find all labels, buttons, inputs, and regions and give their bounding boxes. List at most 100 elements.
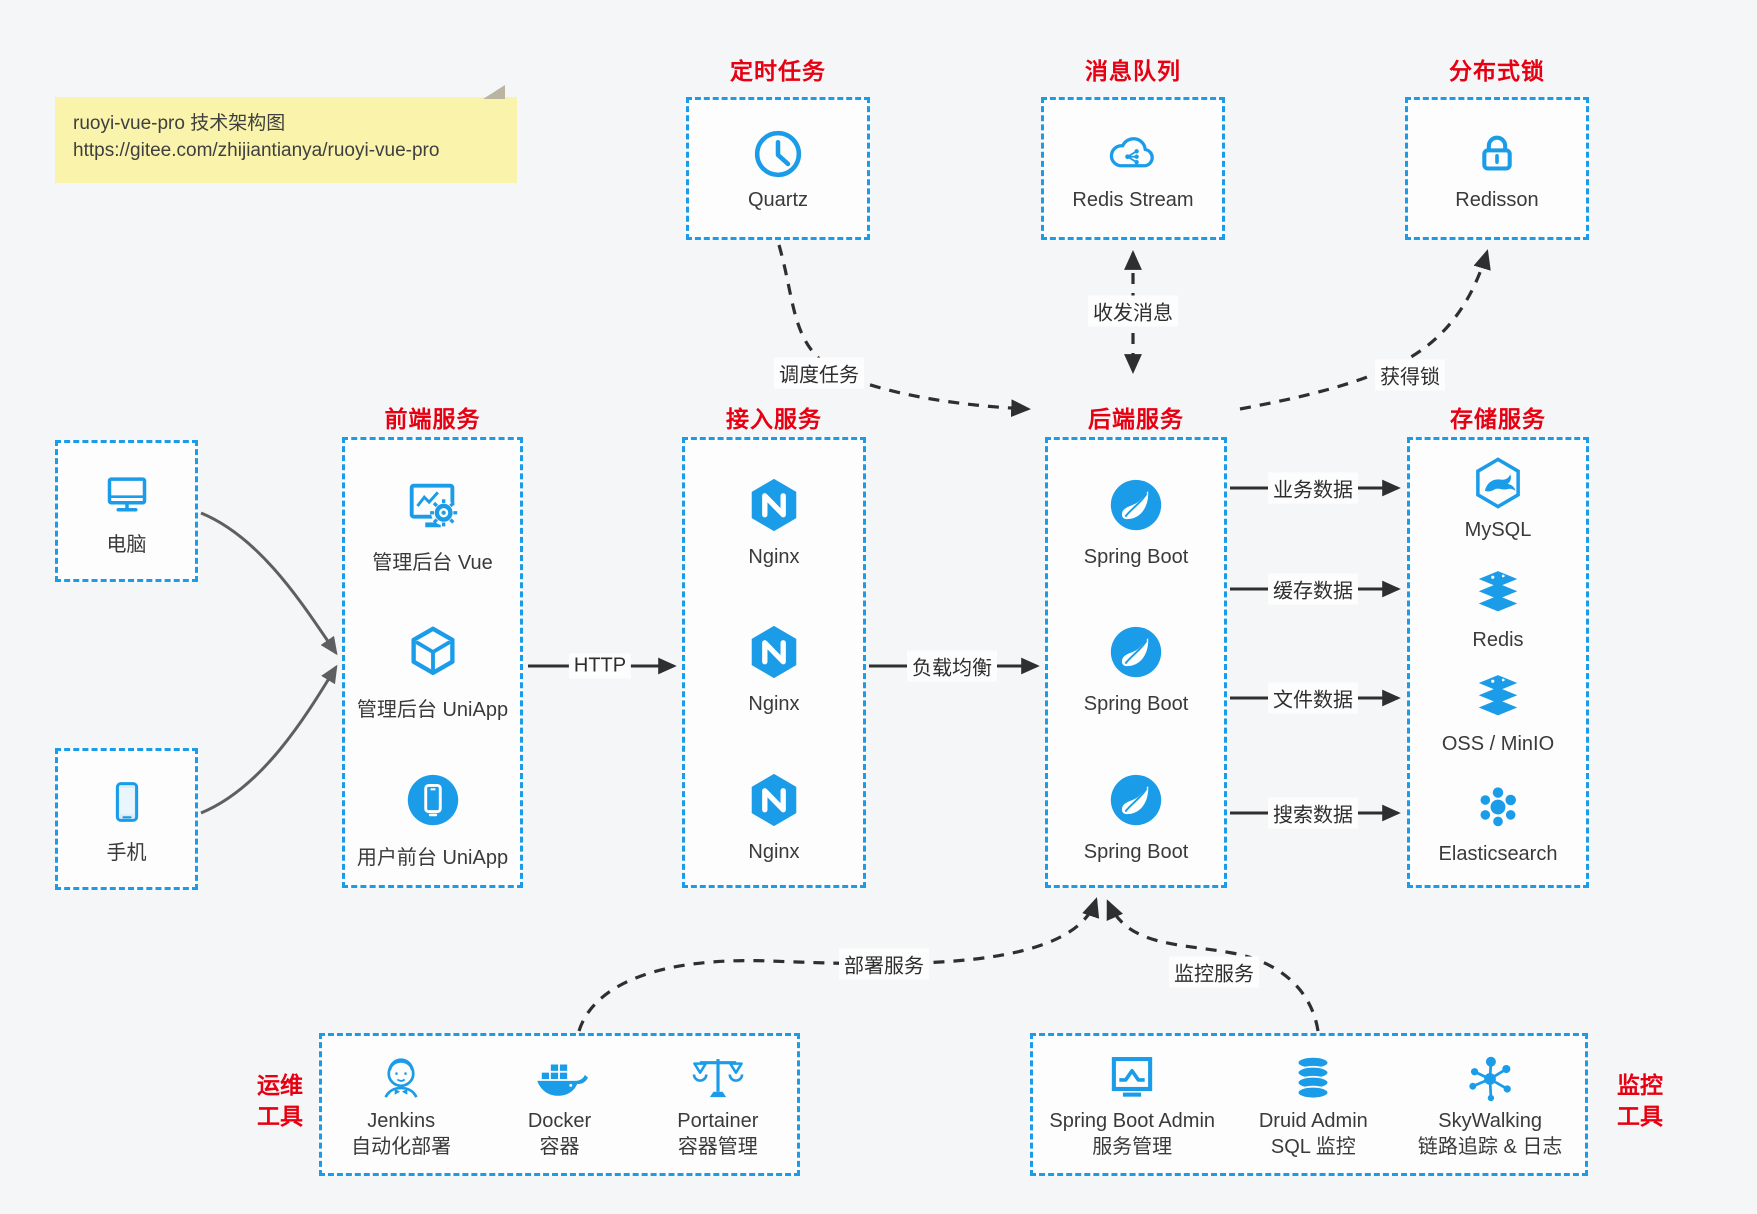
node-name: Jenkins <box>367 1110 436 1132</box>
node-mobile: 手机 <box>99 774 155 865</box>
node-desc: 链路追踪 & 日志 <box>1417 1136 1563 1158</box>
node-redisson: Redisson <box>1455 125 1539 212</box>
frontend-box: 管理后台 Vue 管理后台 UniApp 用户前台 UniApp <box>342 437 523 888</box>
monitoring-title-line1: 监控 <box>1617 1072 1663 1098</box>
node-docker: Docker 容器 <box>480 1036 638 1173</box>
edge-mobile-to-frontend <box>200 664 338 815</box>
node-nginx-3: Nginx <box>685 769 863 864</box>
edge-label-monitor-service: 监控服务 <box>1169 956 1259 988</box>
spring-boot-icon <box>1110 774 1162 826</box>
admin-dashboard-icon <box>409 483 457 528</box>
node-label: Nginx <box>748 693 800 715</box>
spring-boot-admin-icon <box>1112 1057 1153 1097</box>
uniapp-cube-icon <box>410 626 455 676</box>
node-admin-uniapp: 管理后台 UniApp <box>345 621 520 722</box>
node-label: 管理后台 Vue <box>372 552 493 574</box>
portainer-scale-icon <box>692 1059 744 1098</box>
frontend-title: 前端服务 <box>384 406 481 432</box>
node-label: MySQL <box>1464 519 1532 541</box>
edge-label-acquire-lock: 获得锁 <box>1375 359 1445 391</box>
node-nginx-2: Nginx <box>685 621 863 716</box>
node-desc: 自动化部署 <box>351 1136 452 1158</box>
edge-label-file-data: 文件数据 <box>1268 682 1358 714</box>
node-label: Redis <box>1472 629 1524 651</box>
pc-box: 电脑 <box>55 440 198 582</box>
ops-title-line2: 工具 <box>257 1103 303 1129</box>
edge-deploy-service-arrow <box>577 897 1100 1032</box>
scheduler-box: Quartz <box>686 97 870 240</box>
edge-label-send-receive-message: 收发消息 <box>1088 295 1178 327</box>
node-name: Docker <box>527 1110 592 1132</box>
edge-label-search-data: 搜索数据 <box>1268 797 1358 829</box>
clock-icon <box>754 130 802 178</box>
edge-label-cache-data: 缓存数据 <box>1268 573 1358 605</box>
node-label: 电脑 <box>106 533 147 556</box>
node-quartz: Quartz <box>748 125 808 212</box>
node-label: Quartz <box>747 189 809 211</box>
node-mysql: MySQL <box>1410 455 1586 542</box>
node-springboot-1: Spring Boot <box>1048 474 1224 569</box>
ops-title: 运维 工具 <box>240 1070 320 1132</box>
edge-acquire-lock-arrow <box>1239 249 1491 411</box>
node-label: 管理后台 UniApp <box>356 699 509 721</box>
node-admin-vue: 管理后台 Vue <box>345 474 520 575</box>
nginx-icon <box>751 773 797 827</box>
node-label: Redisson <box>1455 189 1539 211</box>
spring-boot-icon <box>1110 626 1162 678</box>
edge-label-business-data: 业务数据 <box>1268 472 1358 504</box>
monitoring-title: 监控 工具 <box>1600 1070 1680 1132</box>
sticky-note: ruoyi-vue-pro 技术架构图 https://gitee.com/zh… <box>55 85 517 183</box>
mysql-icon <box>1476 457 1520 509</box>
gateway-box: Nginx Nginx Nginx <box>682 437 866 888</box>
note-fold-corner <box>483 85 505 99</box>
node-nginx-1: Nginx <box>685 474 863 569</box>
node-name: Spring Boot Admin <box>1049 1110 1216 1132</box>
edge-label-load-balance: 负载均衡 <box>907 650 997 682</box>
node-springboot-3: Spring Boot <box>1048 769 1224 864</box>
node-label: Nginx <box>748 841 800 863</box>
node-label: Redis Stream <box>1072 189 1194 211</box>
jenkins-icon <box>384 1058 418 1098</box>
object-storage-stack-icon <box>1478 675 1518 716</box>
mobile-app-circle-icon <box>407 774 458 826</box>
edge-pc-to-frontend <box>200 511 338 656</box>
node-druid-admin: Druid Admin SQL 监控 <box>1231 1036 1395 1173</box>
mq-title: 消息队列 <box>1085 58 1181 84</box>
lock-box: Redisson <box>1405 97 1589 240</box>
node-label: Spring Boot <box>1083 693 1189 715</box>
note-title: ruoyi-vue-pro 技术架构图 <box>73 113 286 134</box>
node-label: 手机 <box>106 841 147 864</box>
mobile-box: 手机 <box>55 748 198 890</box>
node-skywalking: SkyWalking 链路追踪 & 日志 <box>1395 1036 1585 1173</box>
edge-label-schedule-job: 调度任务 <box>774 357 864 389</box>
node-label: Spring Boot <box>1083 841 1189 863</box>
node-oss-minio: OSS / MinIO <box>1410 669 1586 756</box>
node-name: SkyWalking <box>1438 1110 1542 1132</box>
node-desc: 服务管理 <box>1092 1136 1173 1158</box>
node-pc: 电脑 <box>99 466 155 557</box>
node-label: OSS / MinIO <box>1441 733 1555 755</box>
ops-box: Jenkins 自动化部署 Docker 容器 <box>319 1033 800 1176</box>
redis-stack-icon <box>1478 571 1518 612</box>
edge-label-deploy-service: 部署服务 <box>839 948 929 980</box>
ops-title-line1: 运维 <box>257 1072 303 1098</box>
desktop-icon <box>107 476 146 511</box>
node-user-uniapp: 用户前台 UniApp <box>345 769 520 870</box>
node-springboot-2: Spring Boot <box>1048 621 1224 716</box>
cloud-message-icon <box>1109 137 1154 168</box>
node-redis: Redis <box>1410 565 1586 652</box>
skywalking-trace-icon <box>1469 1056 1511 1102</box>
smartphone-icon <box>115 781 138 822</box>
backend-title: 后端服务 <box>1088 406 1184 432</box>
mq-box: Redis Stream <box>1041 97 1225 240</box>
node-label: Elasticsearch <box>1438 843 1558 865</box>
storage-title: 存储服务 <box>1450 406 1546 432</box>
nginx-icon <box>751 625 797 679</box>
node-name: Portainer <box>677 1110 759 1132</box>
monitoring-title-line2: 工具 <box>1617 1103 1663 1129</box>
node-desc: 容器 <box>539 1136 580 1158</box>
edge-label-http: HTTP <box>568 653 632 679</box>
node-desc: SQL 监控 <box>1270 1136 1356 1158</box>
node-desc: 容器管理 <box>677 1136 758 1158</box>
